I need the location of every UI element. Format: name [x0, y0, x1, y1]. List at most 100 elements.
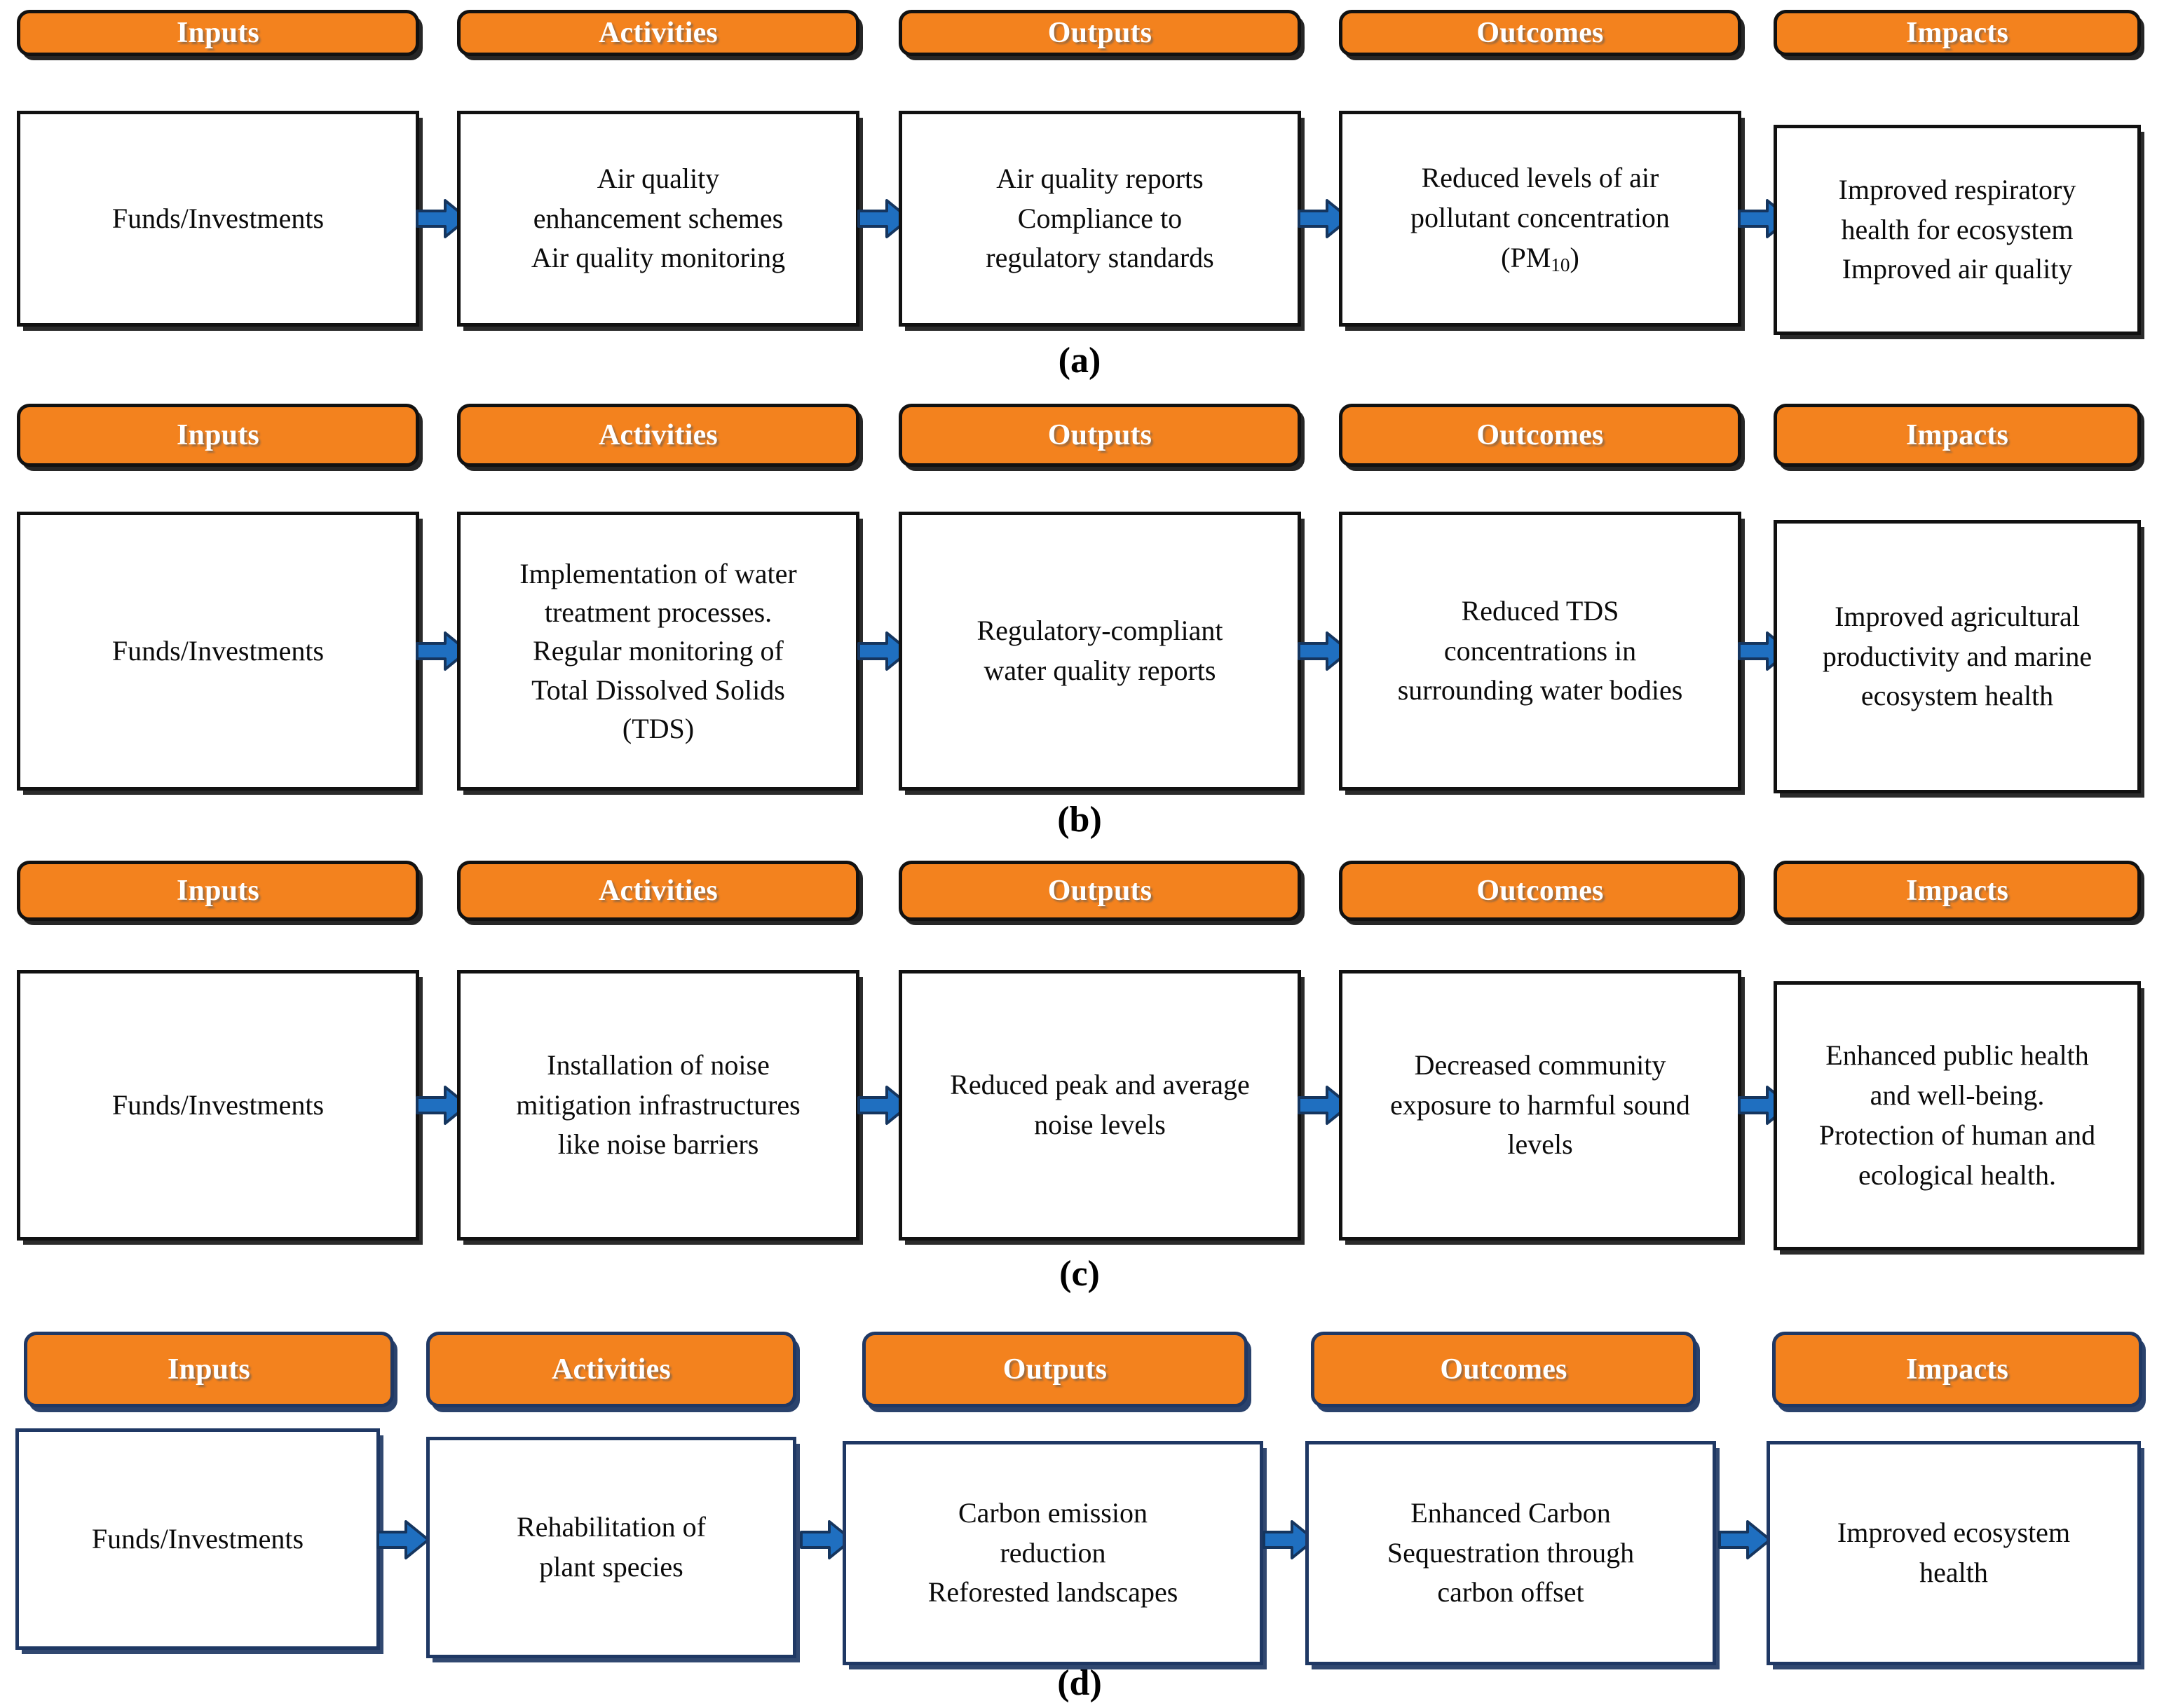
cell-inputs-d: Funds/Investments — [15, 1428, 380, 1650]
cell-inputs-a: Funds/Investments — [17, 111, 419, 327]
header-label: Inputs — [177, 17, 259, 49]
cell-activities-a: Air quality enhancement schemes Air qual… — [457, 111, 859, 327]
header-pill-impacts-a: Impacts — [1774, 10, 2141, 56]
panel-caption-c: (c) — [1059, 1254, 1100, 1294]
cell-outcomes-a: Reduced levels of air pollutant concentr… — [1339, 111, 1741, 327]
cell-outputs-a: Air quality reports Compliance to regula… — [899, 111, 1301, 327]
cell-activities-d: Rehabilitation of plant species — [426, 1437, 796, 1658]
arrow-outcomes-to-impacts-d — [1717, 1518, 1772, 1562]
header-label: Outcomes — [1476, 419, 1604, 451]
header-pill-inputs-c: Inputs — [17, 861, 419, 921]
cell-outcomes-c: Decreased community exposure to harmful … — [1339, 970, 1741, 1241]
header-pill-outputs-a: Outputs — [899, 10, 1301, 56]
header-label: Inputs — [177, 875, 259, 907]
cell-impacts-d: Improved ecosystem health — [1767, 1441, 2141, 1665]
header-label: Outputs — [1047, 17, 1152, 49]
header-label: Impacts — [1905, 875, 2009, 907]
cell-text: Improved agricultural productivity and m… — [1822, 600, 2093, 712]
header-pill-outputs-b: Outputs — [899, 404, 1301, 467]
arrow-outputs-to-outcomes-d — [1262, 1518, 1316, 1562]
cell-inputs-b: Funds/Investments — [17, 512, 419, 791]
cell-text: Air quality reports Compliance to regula… — [986, 162, 1214, 274]
cell-text: Reduced levels of air pollutant concentr… — [1410, 158, 1670, 278]
cell-impacts-a: Improved respiratory health for ecosyste… — [1774, 125, 2141, 335]
cell-outcomes-d: Enhanced Carbon Sequestration through ca… — [1305, 1441, 1716, 1665]
cell-text: Air quality enhancement schemes Air qual… — [531, 162, 786, 274]
panel-a: Inputs Activities Outputs Outcomes Impac… — [0, 0, 2157, 392]
panel-caption-b: (b) — [1057, 800, 1102, 840]
cell-text: Installation of noise mitigation infrast… — [516, 1048, 801, 1161]
cell-outputs-c: Reduced peak and average noise levels — [899, 970, 1301, 1241]
cell-text: Improved ecosystem health — [1837, 1517, 2071, 1588]
arrow-activities-to-outputs-b — [857, 629, 911, 673]
cell-text: Improved respiratory health for ecosyste… — [1838, 173, 2076, 285]
header-label: Outcomes — [1440, 1353, 1567, 1386]
arrow-activities-to-outputs-c — [857, 1084, 911, 1127]
arrow-inputs-to-activities-d — [376, 1518, 430, 1562]
header-label: Activities — [552, 1353, 671, 1386]
arrow-inputs-to-activities-b — [415, 629, 470, 673]
arrow-inputs-to-activities-c — [415, 1084, 470, 1127]
cell-text: Decreased community exposure to harmful … — [1390, 1048, 1690, 1161]
panel-c: Inputs Activities Outputs Outcomes Impac… — [0, 855, 2157, 1304]
header-pill-activities-b: Activities — [457, 404, 859, 467]
header-pill-inputs-b: Inputs — [17, 404, 419, 467]
header-pill-outcomes-c: Outcomes — [1339, 861, 1741, 921]
arrow-activities-to-outputs-d — [799, 1518, 854, 1562]
header-pill-impacts-b: Impacts — [1774, 404, 2141, 467]
header-pill-outcomes-a: Outcomes — [1339, 10, 1741, 56]
header-pill-outcomes-b: Outcomes — [1339, 404, 1741, 467]
header-label: Outputs — [1047, 419, 1152, 451]
header-label: Inputs — [168, 1353, 250, 1386]
cell-text: Reduced peak and average noise levels — [950, 1069, 1250, 1140]
header-label: Outcomes — [1476, 875, 1604, 907]
cell-text: Funds/Investments — [111, 1088, 325, 1121]
cell-text: Regulatory-compliant water quality repor… — [977, 615, 1223, 686]
header-pill-inputs-a: Inputs — [17, 10, 419, 56]
header-label: Outputs — [1002, 1353, 1108, 1386]
arrow-outputs-to-outcomes-b — [1297, 629, 1352, 673]
header-pill-outputs-c: Outputs — [899, 861, 1301, 921]
arrow-outputs-to-outcomes-a — [1297, 197, 1352, 240]
header-label: Outputs — [1047, 875, 1152, 907]
cell-impacts-b: Improved agricultural productivity and m… — [1774, 520, 2141, 793]
header-pill-impacts-c: Impacts — [1774, 861, 2141, 921]
header-label: Impacts — [1905, 17, 2009, 49]
header-pill-inputs-d: Inputs — [24, 1332, 394, 1407]
cell-text-suffix: ) — [1570, 242, 1579, 273]
cell-text: Enhanced public health and well-being. P… — [1818, 1039, 2096, 1191]
cell-outputs-d: Carbon emission reduction Reforested lan… — [843, 1441, 1263, 1665]
cell-outputs-b: Regulatory-compliant water quality repor… — [899, 512, 1301, 791]
arrow-inputs-to-activities-a — [415, 197, 470, 240]
cell-text: Funds/Investments — [111, 202, 325, 234]
panel-d: Inputs Activities Outputs Outcomes Impac… — [0, 1304, 2157, 1708]
header-pill-activities-a: Activities — [457, 10, 859, 56]
panel-b: Inputs Activities Outputs Outcomes Impac… — [0, 392, 2157, 855]
header-label: Activities — [599, 17, 718, 49]
panel-caption-d: (d) — [1057, 1663, 1102, 1703]
header-label: Activities — [599, 875, 718, 907]
panel-caption-a: (a) — [1058, 341, 1101, 381]
cell-text-prefix: Reduced levels of air pollutant concentr… — [1410, 162, 1670, 273]
cell-text: Reduced TDS concentrations in surroundin… — [1397, 594, 1683, 706]
cell-text: Rehabilitation of plant species — [517, 1511, 706, 1583]
header-pill-impacts-d: Impacts — [1772, 1332, 2142, 1407]
cell-activities-c: Installation of noise mitigation infrast… — [457, 970, 859, 1241]
cell-activities-b: Implementation of water treatment proces… — [457, 512, 859, 791]
header-label: Impacts — [1905, 1353, 2009, 1386]
header-pill-activities-d: Activities — [426, 1332, 796, 1407]
header-pill-outputs-d: Outputs — [862, 1332, 1248, 1407]
header-label: Inputs — [177, 419, 259, 451]
cell-text: Funds/Investments — [111, 634, 325, 667]
cell-impacts-c: Enhanced public health and well-being. P… — [1774, 981, 2141, 1250]
header-pill-outcomes-d: Outcomes — [1311, 1332, 1696, 1407]
cell-text: Implementation of water treatment proces… — [519, 558, 797, 744]
header-pill-activities-c: Activities — [457, 861, 859, 921]
cell-text: Carbon emission reduction Reforested lan… — [927, 1496, 1178, 1608]
cell-text-subscript: 10 — [1551, 254, 1570, 275]
header-label: Outcomes — [1476, 17, 1604, 49]
arrow-outputs-to-outcomes-c — [1297, 1084, 1352, 1127]
cell-text: Enhanced Carbon Sequestration through ca… — [1387, 1496, 1635, 1608]
arrow-activities-to-outputs-a — [857, 197, 911, 240]
